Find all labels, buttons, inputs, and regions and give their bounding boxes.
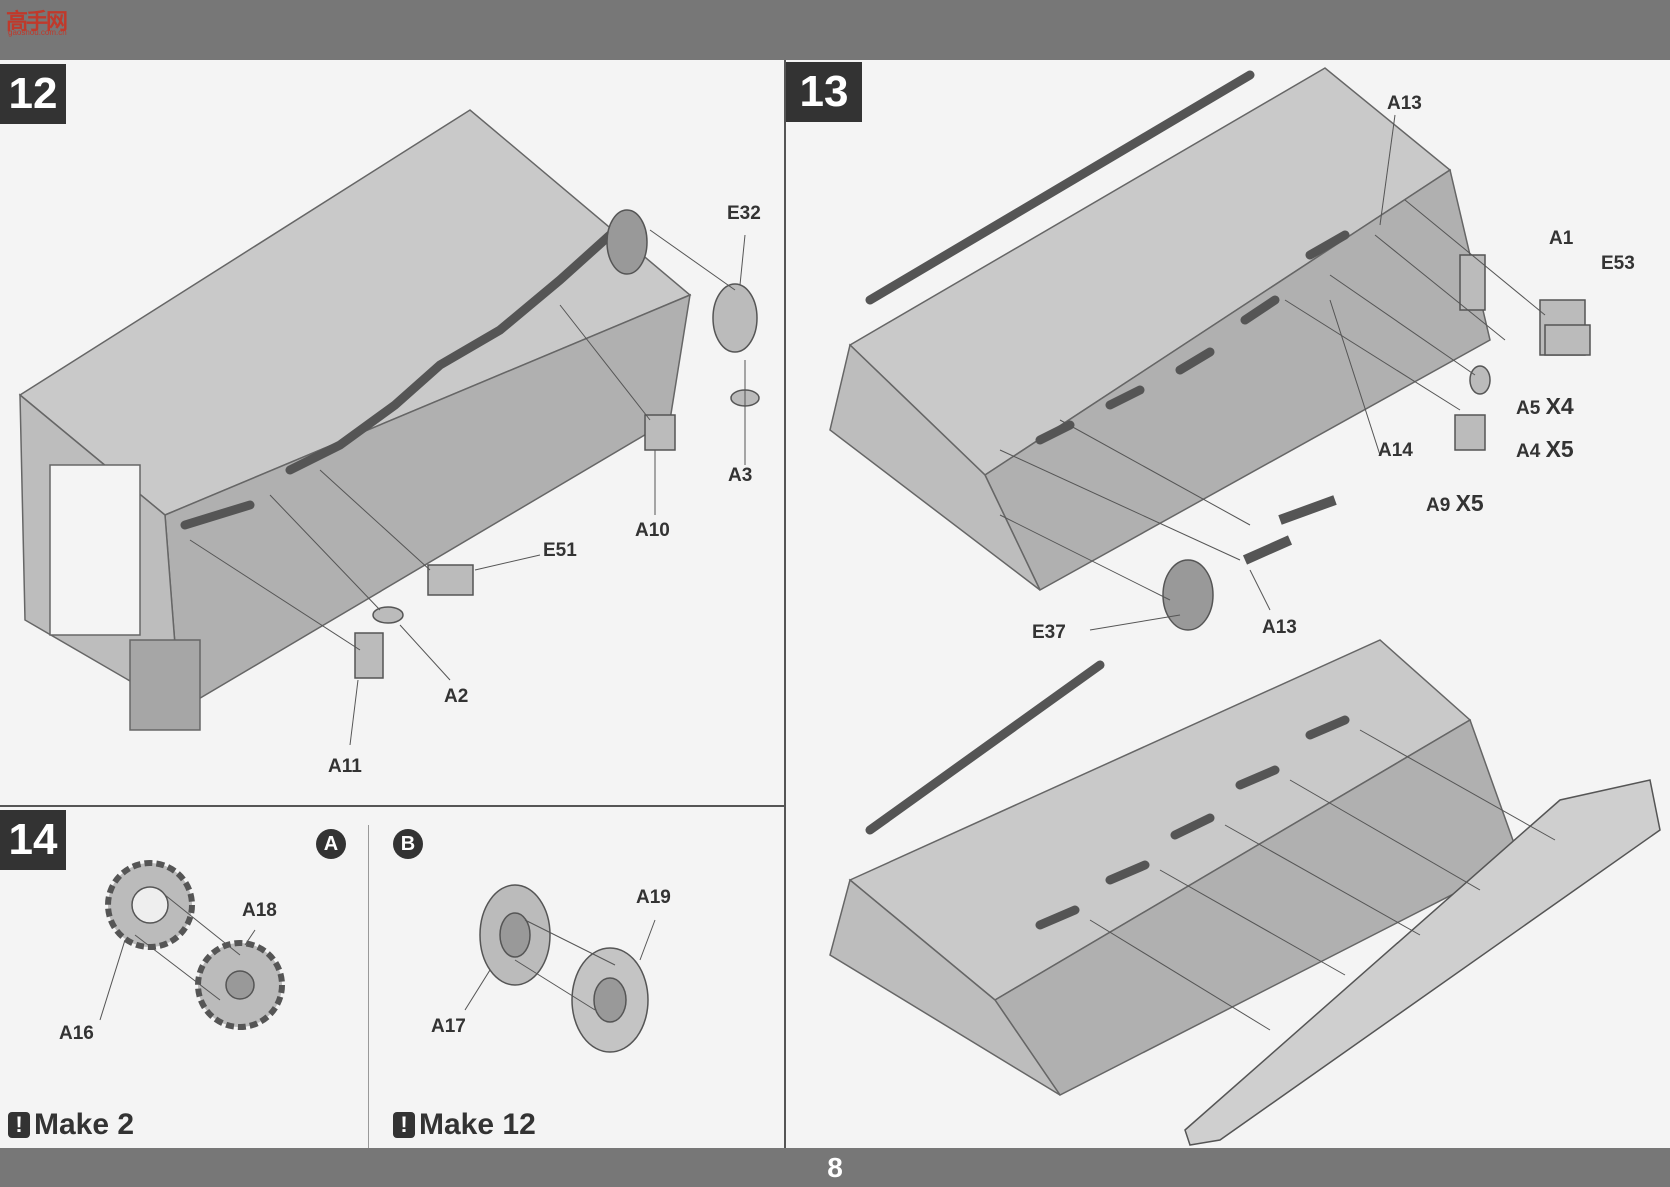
make-2-text: Make 2: [34, 1108, 135, 1141]
divider-vertical-main: [784, 60, 786, 1148]
step-12-parts: [354, 209, 760, 679]
warning-icon: !: [8, 1112, 30, 1138]
label-a16: A16: [59, 1023, 94, 1044]
logo-url: gaoshou.com.cn: [8, 28, 67, 37]
step-14a-sprocket-drawing: [99, 860, 285, 1030]
label-a17: A17: [431, 1016, 466, 1037]
step-13-upper-hull-drawing: [829, 67, 1491, 592]
step-12-hull-drawing: [18, 109, 692, 731]
label-a4: A4 X5: [1516, 436, 1574, 463]
label-a18: A18: [242, 900, 277, 921]
label-a19: A19: [636, 887, 671, 908]
step-13-side-skirt: [1184, 779, 1661, 1146]
divider-horizontal-left: [0, 805, 784, 807]
warning-icon: !: [393, 1112, 415, 1138]
label-a4-part: A4: [1516, 441, 1541, 462]
label-a3: A3: [728, 465, 753, 486]
step-12-leader-lines: [189, 229, 746, 746]
label-a5: A5 X4: [1516, 393, 1574, 420]
label-a9-part: A9: [1426, 495, 1451, 516]
badge-a: A: [316, 829, 346, 859]
logo-title: 高手网: [6, 10, 68, 35]
make-12-text: Make 12: [419, 1108, 536, 1141]
label-a9-quantity: X5: [1455, 490, 1484, 516]
step-13-lower-leader-lines: [1089, 729, 1556, 1031]
step-14b-roadwheel-drawing: [464, 884, 656, 1053]
label-a1: A1: [1549, 228, 1574, 249]
label-a13-top: A13: [1387, 93, 1422, 114]
label-a2: A2: [444, 686, 469, 707]
label-a5-quantity: X4: [1545, 393, 1574, 419]
step-13-lower-hull-drawing: [829, 639, 1521, 1096]
step-13-lower-suspension: [865, 660, 1350, 930]
make-12-note: ! Make 12: [393, 1108, 536, 1142]
label-a13-bottom: A13: [1262, 617, 1297, 638]
header-bar: [0, 0, 1670, 60]
label-e53: E53: [1601, 253, 1635, 274]
badge-b: B: [393, 829, 423, 859]
make-2-note: ! Make 2: [8, 1108, 134, 1142]
step-13-leader-lines: [999, 114, 1546, 631]
step-13-number: 13: [786, 62, 862, 122]
step-12-suspension-arms: [180, 230, 615, 530]
label-e51: E51: [543, 540, 577, 561]
step-14-number: 14: [0, 810, 66, 870]
label-a5-part: A5: [1516, 398, 1541, 419]
label-a11: A11: [328, 756, 362, 777]
label-e32: E32: [727, 203, 761, 224]
label-a10: A10: [635, 520, 670, 541]
label-a9: A9 X5: [1426, 490, 1484, 517]
step-12-number: 12: [0, 64, 66, 124]
footer-bar: [0, 1148, 1670, 1187]
divider-vertical-step14: [368, 825, 369, 1148]
step-13-upper-parts: [1162, 254, 1591, 631]
label-a14: A14: [1378, 440, 1413, 461]
label-a4-quantity: X5: [1545, 436, 1574, 462]
step-13-upper-suspension: [865, 70, 1350, 445]
page-number: 8: [827, 1152, 843, 1183]
label-e37: E37: [1032, 622, 1066, 643]
site-logo: 高手网 gaoshou.com.cn: [6, 4, 72, 38]
